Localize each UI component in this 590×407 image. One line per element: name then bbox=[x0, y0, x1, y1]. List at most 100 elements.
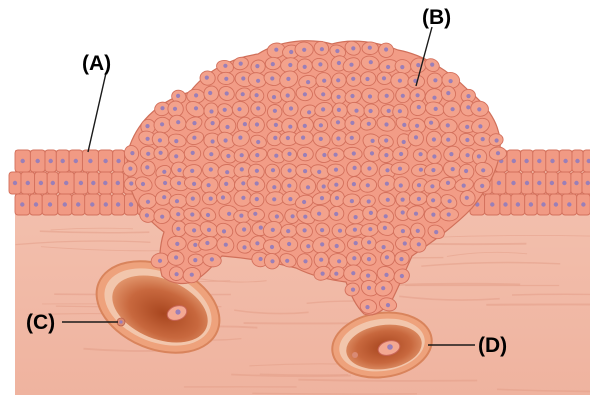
cell-nucleus bbox=[414, 135, 418, 139]
cell-nucleus bbox=[162, 195, 166, 199]
cell-nucleus bbox=[145, 124, 149, 128]
cell-nucleus bbox=[174, 139, 178, 143]
cell-nucleus bbox=[524, 159, 528, 163]
cell-nucleus bbox=[175, 199, 179, 203]
cell-nucleus bbox=[516, 202, 520, 206]
cell-nucleus bbox=[382, 245, 386, 249]
cell-nucleus bbox=[129, 181, 133, 185]
cell-nucleus bbox=[433, 78, 437, 82]
cell-nucleus bbox=[272, 197, 276, 201]
cell-nucleus bbox=[176, 120, 180, 124]
cell-nucleus bbox=[160, 215, 164, 219]
cell-nucleus bbox=[481, 137, 485, 141]
cell-nucleus bbox=[449, 79, 453, 83]
cell-nucleus bbox=[354, 241, 358, 245]
cell-in-vessel-d bbox=[352, 352, 358, 358]
cell-nucleus bbox=[434, 107, 438, 111]
cell-nucleus bbox=[176, 94, 180, 98]
cell-nucleus bbox=[225, 91, 229, 95]
cell-nucleus bbox=[319, 258, 323, 262]
cell-nucleus bbox=[141, 182, 145, 186]
cell-nucleus bbox=[303, 215, 307, 219]
cell-nucleus bbox=[384, 122, 388, 126]
cell-nucleus bbox=[334, 168, 338, 172]
cell-nucleus bbox=[432, 96, 436, 100]
cell-nucleus bbox=[352, 151, 356, 155]
cell-nucleus bbox=[403, 241, 407, 245]
cell-nucleus bbox=[366, 183, 370, 187]
cell-nucleus bbox=[21, 159, 25, 163]
cell-nucleus bbox=[241, 196, 245, 200]
cell-nucleus bbox=[319, 137, 323, 141]
cell-nucleus bbox=[563, 159, 567, 163]
cell-nucleus bbox=[273, 136, 277, 140]
label-c: (C) bbox=[26, 311, 55, 334]
cell-nucleus bbox=[190, 169, 194, 173]
cell-nucleus bbox=[490, 202, 494, 206]
cell-nucleus bbox=[223, 108, 227, 112]
cell-nucleus bbox=[176, 212, 180, 216]
cell-nucleus bbox=[537, 181, 541, 185]
cell-nucleus bbox=[287, 242, 291, 246]
cell-nucleus bbox=[256, 106, 260, 110]
cell-nucleus bbox=[398, 109, 402, 113]
cell-nucleus bbox=[289, 50, 293, 54]
cell-nucleus bbox=[145, 165, 149, 169]
cell-nucleus bbox=[227, 212, 231, 216]
cell-nucleus bbox=[398, 167, 402, 171]
cell-nucleus bbox=[384, 138, 388, 142]
cell-nucleus bbox=[384, 273, 388, 277]
cell-nucleus bbox=[386, 65, 390, 69]
cell-nucleus bbox=[270, 259, 274, 263]
cell-nucleus bbox=[193, 243, 197, 247]
cell-nucleus bbox=[175, 242, 179, 246]
cell-nucleus bbox=[255, 241, 259, 245]
cell-nucleus bbox=[401, 210, 405, 214]
cell-nucleus bbox=[387, 109, 391, 113]
cell-nucleus bbox=[303, 124, 307, 128]
cell-nucleus bbox=[466, 105, 470, 109]
cell-nucleus bbox=[209, 167, 213, 171]
cell-nucleus bbox=[286, 229, 290, 233]
cell-nucleus bbox=[192, 121, 196, 125]
cell-nucleus bbox=[368, 94, 372, 98]
cell-nucleus bbox=[317, 170, 321, 174]
cell-nucleus bbox=[192, 228, 196, 232]
cell-nucleus bbox=[537, 159, 541, 163]
cell-nucleus bbox=[255, 122, 259, 126]
cell-nucleus bbox=[399, 183, 403, 187]
cell-nucleus bbox=[128, 167, 132, 171]
cell-nucleus bbox=[303, 153, 307, 157]
cell-nucleus bbox=[174, 154, 178, 158]
cell-nucleus bbox=[226, 154, 230, 158]
cell-nucleus bbox=[274, 154, 278, 158]
cell-nucleus bbox=[321, 92, 325, 96]
cell-nucleus bbox=[349, 63, 353, 67]
cell-nucleus bbox=[173, 107, 177, 111]
cell-nucleus bbox=[351, 288, 355, 292]
cell-nucleus bbox=[322, 153, 326, 157]
cell-nucleus bbox=[225, 170, 229, 174]
cell-nucleus bbox=[414, 212, 418, 216]
cell-nucleus bbox=[241, 92, 245, 96]
leader-line-a bbox=[88, 73, 106, 152]
cell-nucleus bbox=[446, 138, 450, 142]
cell-nucleus bbox=[320, 228, 324, 232]
cell-nucleus bbox=[287, 152, 291, 156]
cell-nucleus bbox=[162, 170, 166, 174]
cell-nucleus bbox=[205, 76, 209, 80]
cell-nucleus bbox=[145, 213, 149, 217]
cell-nucleus bbox=[63, 202, 67, 206]
cell-nucleus bbox=[382, 76, 386, 80]
cell-nucleus bbox=[301, 136, 305, 140]
cell-nucleus bbox=[130, 151, 134, 155]
cell-nucleus bbox=[192, 182, 196, 186]
cell-nucleus bbox=[255, 64, 259, 68]
cell-nucleus bbox=[20, 202, 24, 206]
cell-nucleus bbox=[160, 106, 164, 110]
cell-nucleus bbox=[191, 151, 195, 155]
cell-nucleus bbox=[477, 154, 481, 158]
cell-nucleus bbox=[337, 61, 341, 65]
cell-nucleus bbox=[320, 196, 324, 200]
cell-nucleus bbox=[481, 168, 485, 172]
